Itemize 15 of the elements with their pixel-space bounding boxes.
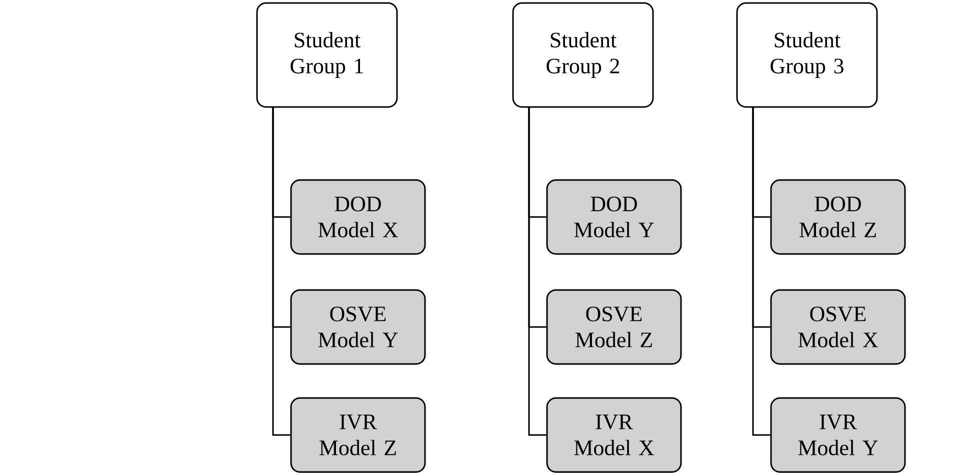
connector-line [752,107,770,436]
model-box: IVR Model Z [290,397,426,473]
model-box: OSVE Model Y [290,289,426,365]
connector-line [272,107,290,436]
model-box: OSVE Model X [770,289,906,365]
model-box: IVR Model X [546,397,682,473]
group-box: Student Group 3 [736,2,878,108]
model-box: IVR Model Y [770,397,906,473]
model-box: OSVE Model Z [546,289,682,365]
group-box: Student Group 1 [256,2,398,108]
group-box: Student Group 2 [512,2,654,108]
model-box: DOD Model Y [546,179,682,255]
model-box: DOD Model X [290,179,426,255]
connector-line [528,107,546,436]
model-box: DOD Model Z [770,179,906,255]
